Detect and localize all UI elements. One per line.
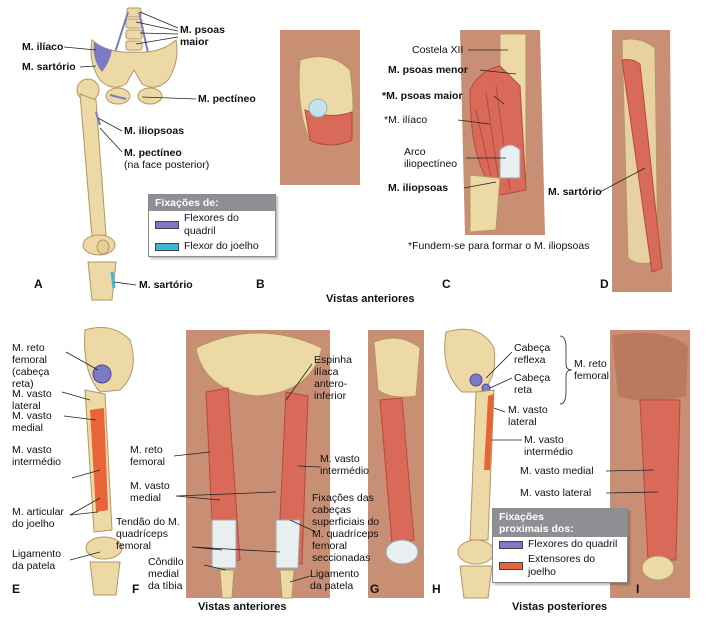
label-tendao: Tendão do M. quadríceps femoral bbox=[116, 516, 180, 552]
label-vasto-lat-h2: M. vasto lateral bbox=[520, 487, 592, 499]
label-iliopsoas-a: M. iliopsoas bbox=[124, 125, 185, 137]
panel-letter-d: D bbox=[600, 277, 609, 291]
label-pectineo-a: M. pectíneo bbox=[198, 93, 256, 105]
legend-item-label: Extensores do joelho bbox=[528, 553, 596, 578]
knee-flexor-swatch bbox=[155, 242, 179, 251]
label-vasto-int-f: M. vasto intermédio bbox=[320, 453, 370, 477]
label-condilo: Côndilo medial da tíbia bbox=[148, 556, 184, 592]
panel-letter-g: G bbox=[370, 582, 380, 596]
caption-top-anteriores: Vistas anteriores bbox=[326, 293, 415, 305]
label-fixacoes: Fixações das cabeças superficiais do M. … bbox=[312, 492, 380, 564]
caption-bottom-anteriores: Vistas anteriores bbox=[198, 601, 287, 613]
panel-i-illustration bbox=[610, 330, 690, 598]
panel-letter-h: H bbox=[432, 582, 441, 596]
legend-item-label: Flexor do joelho bbox=[184, 240, 259, 252]
panel-letter-f: F bbox=[132, 582, 140, 596]
legend-proximais-title: Fixações proximais dos: bbox=[493, 509, 627, 537]
reto-femoral-brace bbox=[559, 335, 573, 405]
legend-item-label: Flexores do quadril bbox=[184, 212, 239, 237]
label-psoas-menor: M. psoas menor bbox=[388, 64, 468, 76]
panel-g-illustration bbox=[368, 330, 424, 598]
legend-item-knee-extensors: Extensores do joelho bbox=[493, 552, 627, 582]
label-iliopsoas-c: M. iliopsoas bbox=[388, 182, 449, 194]
legend-item-hip-flexors: Flexores do quadril bbox=[493, 537, 627, 552]
hip-flexor-swatch bbox=[499, 540, 523, 549]
label-vasto-lat-h: M. vasto lateral bbox=[508, 404, 548, 428]
legend-item-hip-flexors: Flexores do quadril bbox=[149, 211, 275, 239]
label-lig-patela-f: Ligamento da patela bbox=[310, 568, 360, 592]
legend-fixacoes-title: Fixações de: bbox=[149, 195, 275, 211]
panel-letter-a: A bbox=[34, 277, 43, 291]
label-psoas-maior: M. psoas maior bbox=[180, 24, 225, 48]
panel-f-illustration bbox=[186, 330, 330, 599]
caption-bottom-posteriores: Vistas posteriores bbox=[512, 601, 608, 613]
label-pectineo-post-note: (na face posterior) bbox=[124, 159, 210, 171]
hip-flexor-swatch bbox=[155, 221, 179, 229]
knee-extensor-swatch bbox=[499, 562, 523, 570]
label-vasto-med-e: M. vasto medial bbox=[12, 410, 52, 434]
label-iliaco: M. ilíaco bbox=[22, 41, 64, 53]
label-sartorio-a: M. sartório bbox=[22, 61, 76, 73]
panel-letter-e: E bbox=[12, 582, 21, 596]
label-pectineo-post: M. pectíneo bbox=[124, 147, 182, 159]
panel-e-illustration bbox=[84, 327, 134, 596]
label-psoas-maior-c: *M. psoas maior bbox=[382, 90, 463, 102]
label-espinha: Espinha ilíaca antero- inferior bbox=[314, 354, 352, 402]
label-arco: Arco iliopectíneo bbox=[404, 146, 458, 170]
panel-letter-c: C bbox=[442, 277, 451, 291]
label-fundem-note: *Fundem-se para formar o M. iliopsoas bbox=[408, 240, 590, 252]
panel-a-illustration bbox=[76, 7, 178, 301]
legend-fixacoes-proximais: Fixações proximais dos: Flexores do quad… bbox=[492, 508, 628, 583]
panel-letter-i: I bbox=[636, 582, 640, 596]
panel-b-illustration bbox=[280, 30, 360, 185]
label-reto-f: M. reto femoral bbox=[130, 444, 166, 468]
label-reto-e: M. reto femoral (cabeça reta) bbox=[12, 342, 50, 390]
label-sartorio-d: M. sartório bbox=[548, 186, 602, 198]
label-sartorio-tibia: M. sartório bbox=[139, 279, 193, 291]
label-vasto-med-f: M. vasto medial bbox=[130, 480, 170, 504]
legend-item-label: Flexores do quadril bbox=[528, 538, 618, 550]
panel-c-illustration bbox=[460, 30, 545, 235]
panel-letter-b: B bbox=[256, 277, 265, 291]
label-costela: Costela XII bbox=[412, 44, 464, 56]
label-vasto-lat-e: M. vasto lateral bbox=[12, 388, 52, 412]
leader-lines bbox=[61, 11, 659, 583]
legend-fixacoes: Fixações de: Flexores do quadril Flexor … bbox=[148, 194, 276, 257]
label-reto-h: M. reto femoral bbox=[574, 358, 610, 382]
label-vasto-int-e: M. vasto intermédio bbox=[12, 444, 62, 468]
panel-h-illustration bbox=[444, 328, 496, 599]
label-lig-patela-e: Ligamento da patela bbox=[12, 548, 62, 572]
label-vasto-med-h: M. vasto medial bbox=[520, 465, 594, 477]
label-iliaco-c: *M. ilíaco bbox=[384, 114, 428, 126]
label-articular: M. articular do joelho bbox=[12, 506, 64, 530]
panel-d-illustration bbox=[612, 30, 672, 292]
legend-item-knee-flexor: Flexor do joelho bbox=[149, 239, 275, 256]
label-cabeca-reflexa: Cabeça reflexa bbox=[514, 342, 551, 366]
label-cabeca-reta: Cabeça reta bbox=[514, 372, 551, 396]
label-vasto-int-h: M. vasto intermédio bbox=[524, 434, 574, 458]
